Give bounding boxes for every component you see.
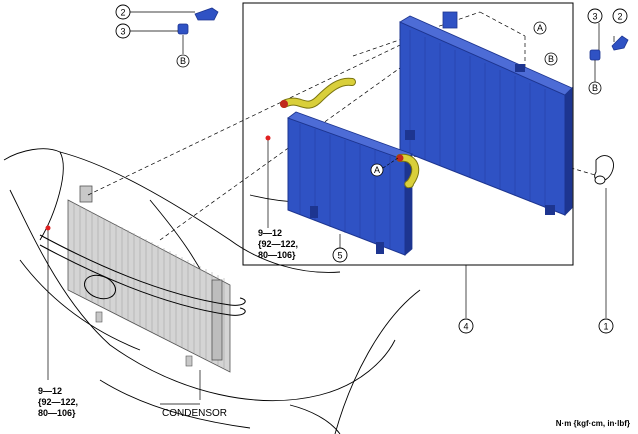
ref-b-right: B	[588, 81, 602, 95]
callout-4: 4	[458, 318, 474, 334]
callout-3-left: 3	[115, 23, 131, 39]
main-leaders	[47, 138, 467, 405]
torque-inner-line3: 80—106}	[258, 250, 296, 260]
condenser	[67, 185, 231, 373]
ref-b-left: B	[176, 54, 190, 68]
ref-a-top-label: A	[537, 23, 543, 33]
condensor-label: CONDENSOR	[162, 408, 227, 419]
units-label: N·m {kgf·cm, in·lbf}	[556, 419, 630, 428]
callout-2-left: 2	[115, 4, 131, 20]
inner-frame	[242, 2, 574, 266]
sub-radiator	[287, 111, 413, 256]
hose-clamp	[594, 155, 614, 318]
torque-outer-line2: {92—122,	[38, 397, 78, 407]
callout-5: 5	[332, 247, 348, 263]
bushing-left-part	[177, 23, 189, 35]
torque-outer-line3: 80—106}	[38, 408, 76, 418]
callout-3-right: 3	[587, 8, 603, 24]
ref-a-mid: A	[370, 163, 384, 177]
torque-inner-line2: {92—122,	[258, 239, 298, 249]
bracket-left-part	[194, 7, 219, 21]
upper-hose	[280, 77, 356, 109]
callout-2-right: 2	[612, 8, 628, 24]
ref-a-mid-label: A	[374, 165, 380, 175]
torque-inner-line1: 9—12	[258, 228, 282, 238]
ref-b-left-label: B	[180, 56, 186, 66]
bumper-outline	[39, 234, 246, 316]
ref-a-top: A	[533, 21, 547, 35]
torque-outer-line1: 9—12	[38, 386, 62, 396]
ref-b-right-label: B	[592, 83, 598, 93]
callout-1-label: 1	[603, 322, 608, 332]
torque-inner-label: 9—12 {92—122, 80—106}	[258, 228, 298, 260]
part-leaders	[130, 11, 615, 82]
torque-markers	[45, 135, 271, 231]
callout-3-right-label: 3	[592, 12, 597, 22]
lower-hose	[396, 153, 420, 189]
torque-outer-label: 9—12 {92—122, 80—106}	[38, 386, 78, 418]
vehicle-body-outline	[3, 148, 421, 434]
callout-2-right-label: 2	[617, 12, 622, 22]
callout-4-label: 4	[463, 322, 468, 332]
callout-2-left-label: 2	[120, 8, 125, 18]
radiator	[399, 11, 573, 216]
ref-b-top-label: B	[548, 54, 554, 64]
callout-1: 1	[598, 318, 614, 334]
ref-line-a-mid	[382, 157, 399, 169]
callout-3-left-label: 3	[120, 27, 125, 37]
bushing-right-part	[589, 49, 601, 61]
ref-b-top: B	[544, 52, 558, 66]
callout-5-label: 5	[337, 251, 342, 261]
bracket-right-part	[611, 35, 629, 51]
